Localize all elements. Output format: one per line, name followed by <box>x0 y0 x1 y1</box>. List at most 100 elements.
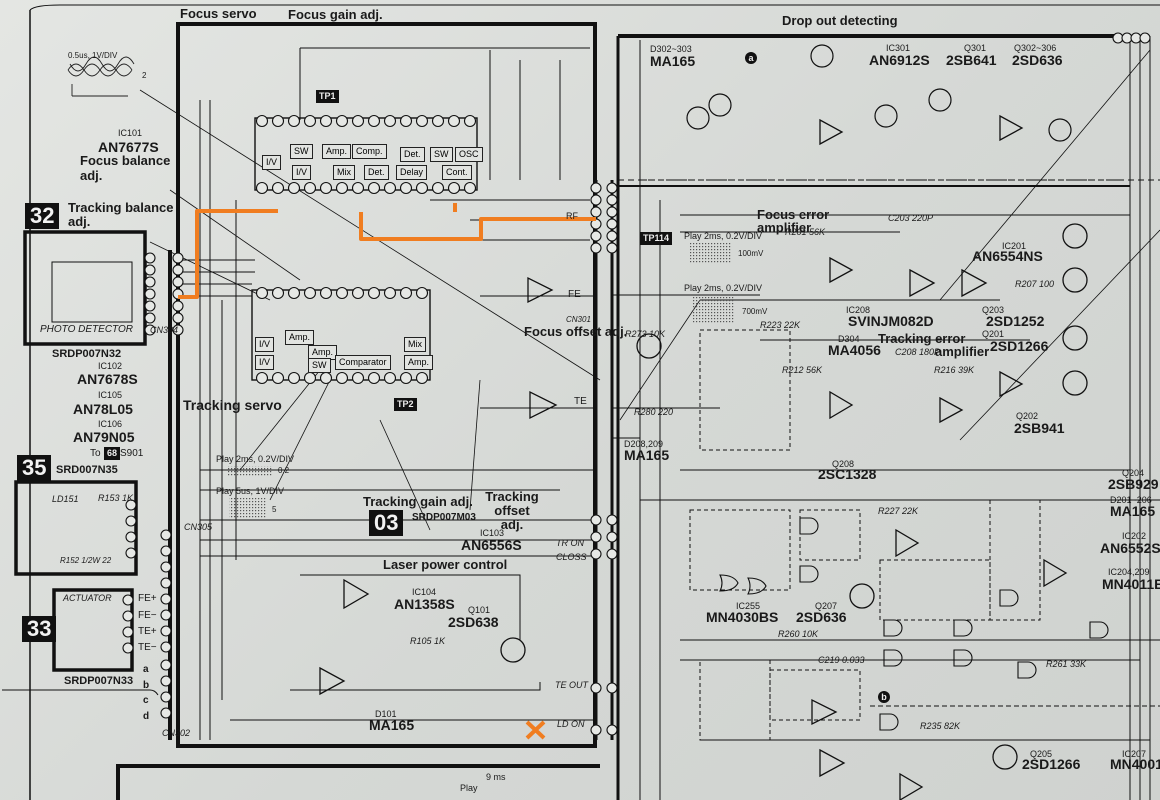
ic102-bottom-pin <box>399 371 413 385</box>
q301-ref: Q301 <box>964 43 987 53</box>
photo-detector-label: PHOTO DETECTOR <box>40 324 133 335</box>
ic102-block-amp1: Amp. <box>285 330 315 345</box>
ic101-block-comp: Comp. <box>352 144 387 159</box>
ic101-top-pin <box>367 114 381 128</box>
r207-label: R207 100 <box>1015 279 1055 289</box>
cn-right2-pin <box>606 182 618 194</box>
cn304-label: CN304 <box>150 325 179 335</box>
conn-c: c <box>143 695 149 706</box>
ic101-bottom-pin <box>415 181 429 195</box>
ic101-bottom-pin <box>383 181 397 195</box>
ic103-opamp-fe <box>527 276 554 304</box>
photo-detector-frame <box>23 230 147 346</box>
ic102-top-pin <box>319 286 333 300</box>
to-label: To <box>90 448 101 459</box>
cn301c-pin <box>590 682 602 694</box>
ic101-bottom-pin <box>319 181 333 195</box>
ic101-top-pin <box>415 114 429 128</box>
actuator-label: ACTUATOR <box>63 593 112 603</box>
ic101-top-pin <box>383 114 397 128</box>
ic207-part: MN4001B <box>1110 756 1160 772</box>
ic106-ref: IC106 <box>98 419 123 429</box>
cn-right2-pin <box>606 230 618 242</box>
waveform-trace-2 <box>229 497 267 519</box>
d208-part: MA165 <box>624 447 670 463</box>
ic101-top-pin <box>431 114 445 128</box>
d302-part: MA165 <box>650 53 696 69</box>
ic101-block-delay: Delay <box>396 165 428 180</box>
cn304-pin <box>172 312 184 324</box>
q203-ref: Q203 <box>982 305 1005 315</box>
waveform-2-amp: 0.2 <box>278 466 290 475</box>
ic204-part: MN4011BS <box>1102 576 1160 592</box>
fe-minus-label: FE− <box>138 610 157 621</box>
cn302b-pin <box>160 707 172 719</box>
ic101-block-amp: Amp. <box>322 144 352 159</box>
tracking-servo-label: Tracking servo <box>183 397 282 413</box>
ld-on-label: LD ON <box>557 719 585 729</box>
ic106-part: AN79N05 <box>73 429 135 445</box>
pd-pin <box>144 264 156 276</box>
ic102-bottom-pin <box>271 371 285 385</box>
ic102-bottom-pin <box>255 371 269 385</box>
q203-part: 2SD1252 <box>986 313 1045 329</box>
marker-b: b <box>878 691 890 703</box>
focus-error-amplifier-label: Focus error amplifier <box>757 207 830 235</box>
q204-part: 2SB929 <box>1108 476 1159 492</box>
ic102-bottom-pin <box>351 371 365 385</box>
waveform-6-label: Play <box>460 783 478 793</box>
conn-b: b <box>143 680 150 691</box>
q101-transistor <box>500 637 526 663</box>
ic102-bottom-pin <box>303 371 317 385</box>
board-35-badge: 35 <box>17 455 52 481</box>
cn-right-pin <box>590 242 602 254</box>
cn-right-pin <box>590 182 602 194</box>
ld-pin <box>125 547 137 559</box>
cn302b-pin <box>160 659 172 671</box>
cn-right2-pin <box>606 194 618 206</box>
ic101-block-sw2: SW <box>430 147 453 162</box>
ic101-top-pin <box>271 114 285 128</box>
cn301-pin <box>590 514 602 526</box>
q202-ref: Q202 <box>1016 411 1039 421</box>
closs-label: CLOSS <box>556 552 587 562</box>
r227-label: R227 22K <box>878 506 919 516</box>
orange-x-mark <box>525 720 546 740</box>
cn-right-pin <box>590 194 602 206</box>
waveform-5-label: Play 2ms, 0.2V/DIV <box>684 283 763 293</box>
act-pin <box>122 594 134 606</box>
ld-pin <box>125 531 137 543</box>
ic104-part: AN1358S <box>394 596 455 612</box>
ic101-top-pin <box>255 114 269 128</box>
ic102-bottom-pin <box>415 371 429 385</box>
c208-label: C208 180P <box>895 347 941 357</box>
waveform-4-label: Play 2ms, 0.2V/DIV <box>684 231 763 241</box>
ld-board-frame <box>14 480 138 576</box>
fe-signal-label: FE <box>568 289 581 300</box>
board-33-part: SRDP007N33 <box>64 675 134 687</box>
ic101-top-pin <box>319 114 333 128</box>
board-32-badge: 32 <box>25 203 60 229</box>
d208-ref: D208,209 <box>624 439 664 449</box>
ic101-top-pin <box>335 114 349 128</box>
d304-ref: D304 <box>838 334 860 344</box>
r260-label: R260 10K <box>778 629 819 639</box>
waveform-4-amp: 100mV <box>738 249 764 258</box>
ic101-block-osc: OSC <box>455 147 483 162</box>
c219-label: C219 0.033 <box>818 655 865 665</box>
ld-pin <box>125 499 137 511</box>
ic101-part: AN7677S <box>98 139 159 155</box>
waveform-1-amp: 2 <box>142 71 147 80</box>
q205-part: 2SD1266 <box>1022 756 1081 772</box>
ic101-bottom-pin <box>271 181 285 195</box>
d101-ref: D101 <box>375 709 397 719</box>
ic101-block-iv1: I/V <box>262 155 282 170</box>
ic105-part: AN78L05 <box>73 401 133 417</box>
top-conn-pin <box>1139 32 1151 44</box>
ic102-block-iv2: I/V <box>255 355 275 370</box>
board-03-part: SRDP007M03 <box>412 512 476 523</box>
act-pin <box>122 610 134 622</box>
waveform-3-amp: 5 <box>272 505 277 514</box>
waveform-trace-4 <box>692 297 734 323</box>
